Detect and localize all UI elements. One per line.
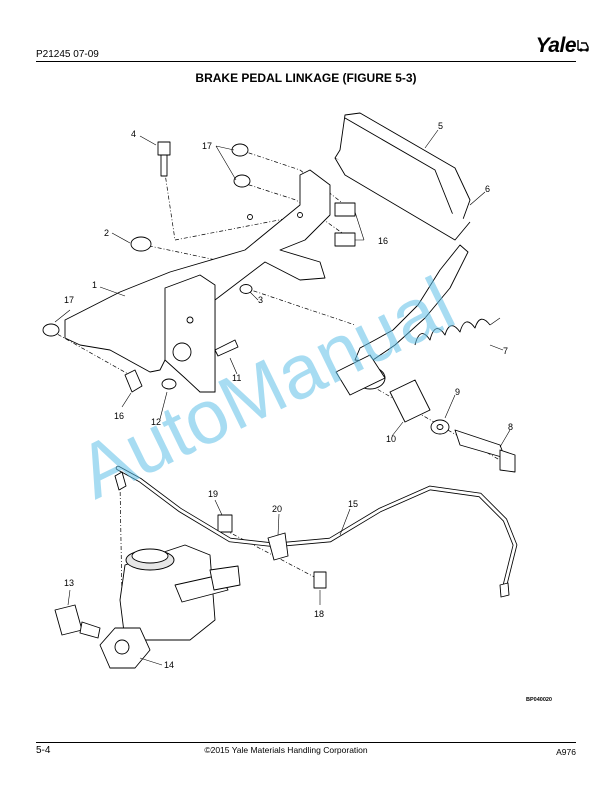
callout-1: 1 (92, 280, 97, 290)
brake-line (114, 465, 518, 598)
pedal-pivot-parts (389, 379, 516, 473)
callout-19: 19 (208, 489, 218, 499)
figure-code: BP040020 (526, 697, 552, 703)
return-spring (414, 317, 501, 346)
yale-logo: Yale (535, 34, 577, 57)
fasteners (42, 141, 356, 589)
callout-13: 13 (64, 578, 74, 588)
callout-14: 14 (164, 660, 174, 670)
page-number: 5-4 (36, 745, 51, 756)
callout-18: 18 (314, 609, 324, 619)
footer-rule (36, 742, 576, 743)
callout-9: 9 (455, 387, 460, 397)
document-number: A976 (556, 747, 576, 757)
master-cylinder (54, 544, 241, 669)
callout-8: 8 (508, 422, 513, 432)
callout-20: 20 (272, 504, 282, 514)
mounting-bracket (64, 169, 331, 393)
callout-11: 11 (232, 373, 241, 383)
callout-12: 12 (151, 417, 161, 427)
callout-6: 6 (485, 184, 490, 194)
brake-pedal (334, 112, 471, 396)
callout-3: 3 (258, 295, 263, 305)
forklift-icon (577, 40, 589, 52)
callout-4: 4 (131, 129, 136, 139)
copyright: ©2015 Yale Materials Handling Corporatio… (204, 745, 368, 755)
callout-17-left: 17 (64, 295, 74, 305)
callout-10: 10 (386, 434, 396, 444)
callout-16-right: 16 (378, 236, 388, 246)
page-title: BRAKE PEDAL LINKAGE (FIGURE 5-3) (195, 71, 417, 85)
callout-17-top: 17 (202, 141, 212, 151)
callout-2: 2 (104, 228, 109, 238)
callout-5: 5 (438, 121, 443, 131)
callout-15: 15 (348, 499, 358, 509)
document-code: P21245 07-09 (36, 49, 99, 60)
header-rule (36, 61, 576, 62)
brake-pedal-linkage-diagram: 4 17 2 1 3 5 6 7 8 9 10 11 12 16 16 17 1… (42, 112, 518, 670)
callout-16-left: 16 (114, 411, 124, 421)
callout-7: 7 (503, 346, 508, 356)
